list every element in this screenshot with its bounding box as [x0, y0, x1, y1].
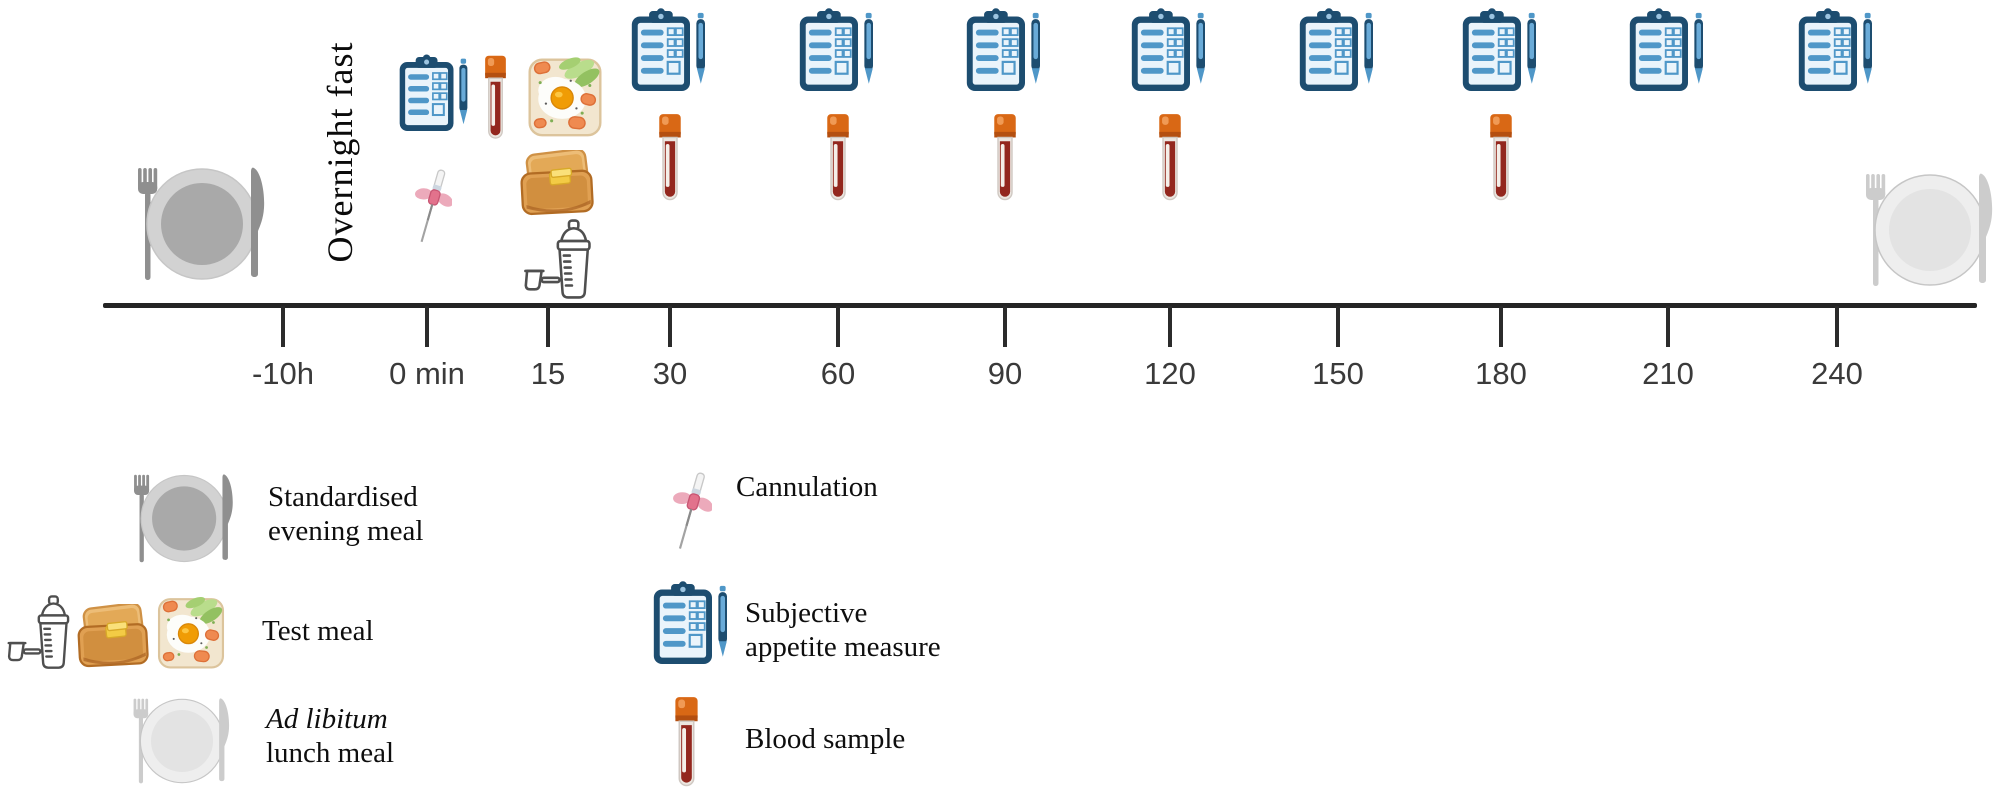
tick-mark: [546, 306, 550, 347]
clipboard-pen-icon: [798, 8, 878, 94]
tick-mark: [425, 306, 429, 347]
legend-label: Test meal: [262, 615, 374, 647]
clipboard-pen-icon: [1628, 8, 1708, 94]
tick-mark: [1168, 306, 1172, 347]
clipboard-pen-icon: [398, 54, 472, 134]
tick-mark: [1835, 306, 1839, 347]
shaker-icon: [520, 218, 594, 300]
timeline-axis: [103, 303, 1977, 308]
plate-cutlery-icon: [1856, 168, 1996, 292]
blood-tube-icon: [672, 696, 701, 789]
plate-cutlery-icon: [126, 694, 232, 788]
blood-tube-icon: [991, 112, 1019, 204]
legend-label: Ad libitum lunch meal: [266, 703, 395, 769]
buttered-toast-icon: [74, 604, 156, 670]
shaker-icon: [4, 594, 72, 670]
tick-label: 0 min: [389, 356, 465, 391]
tick-mark: [1003, 306, 1007, 347]
tick-label: 210: [1642, 356, 1694, 391]
clipboard-pen-icon: [1797, 8, 1877, 94]
tick-mark: [836, 306, 840, 347]
tick-label: 180: [1475, 356, 1527, 391]
clipboard-pen-icon: [1298, 8, 1378, 94]
tick-label: 150: [1312, 356, 1364, 391]
tick-label: 120: [1144, 356, 1196, 391]
cannula-icon: [672, 468, 712, 558]
plate-cutlery-icon: [126, 470, 236, 567]
buttered-toast-icon: [516, 150, 602, 218]
legend-label: Subjective appetite measure: [745, 597, 941, 663]
legend-label: Blood sample: [745, 723, 906, 755]
tick-mark: [1336, 306, 1340, 347]
blood-tube-icon: [1487, 112, 1515, 204]
tick-mark: [668, 306, 672, 347]
tick-mark: [281, 306, 285, 347]
blood-tube-icon: [1156, 112, 1184, 204]
tick-mark: [1499, 306, 1503, 347]
cannula-icon: [414, 162, 452, 254]
tick-label: 60: [820, 356, 856, 391]
tick-label: 15: [530, 356, 566, 391]
egg-toast-icon: [526, 54, 604, 138]
blood-tube-icon: [656, 112, 684, 204]
blood-tube-icon: [824, 112, 852, 204]
tick-mark: [1666, 306, 1670, 347]
tick-label: 240: [1811, 356, 1863, 391]
clipboard-pen-icon: [1461, 8, 1541, 94]
tick-label: 30: [652, 356, 688, 391]
tick-label: 90: [987, 356, 1023, 391]
legend-label: Cannulation: [736, 471, 878, 503]
plate-cutlery-icon: [128, 162, 268, 286]
overnight-fast-label: Overnight fast: [320, 41, 360, 263]
clipboard-pen-icon: [630, 8, 710, 94]
legend-label: Standardised evening meal: [268, 481, 424, 547]
clipboard-pen-icon: [652, 580, 732, 668]
egg-toast-icon: [154, 594, 228, 670]
clipboard-pen-icon: [965, 8, 1045, 94]
clipboard-pen-icon: [1130, 8, 1210, 94]
tick-label: -10h: [251, 356, 315, 391]
blood-tube-icon: [482, 53, 509, 143]
